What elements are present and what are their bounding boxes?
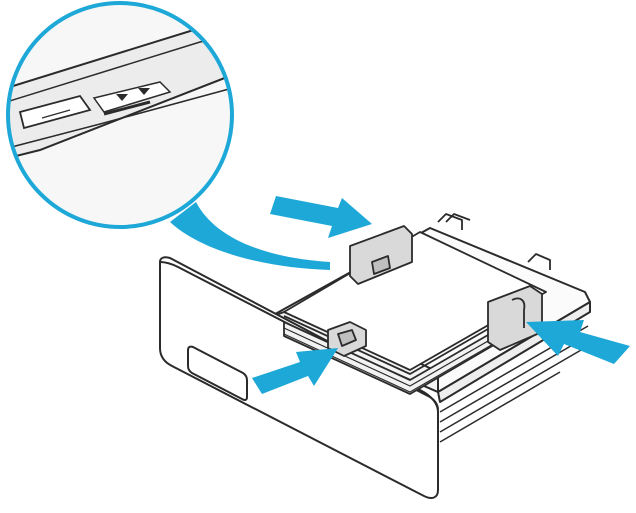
guide-arrows bbox=[252, 196, 630, 394]
magnified-callout bbox=[6, 1, 234, 229]
front-paper-guide bbox=[327, 321, 367, 357]
front-guide-arrow-icon bbox=[252, 348, 338, 394]
side-guide-arrow-icon bbox=[526, 320, 630, 364]
callout-connector bbox=[170, 202, 330, 270]
top-guide-arrow-icon bbox=[270, 196, 372, 238]
back-paper-guide bbox=[349, 213, 551, 285]
fill-limit-mark-2 bbox=[138, 88, 150, 95]
fill-limit-mark-1 bbox=[116, 94, 128, 101]
tray-handle bbox=[187, 345, 248, 402]
